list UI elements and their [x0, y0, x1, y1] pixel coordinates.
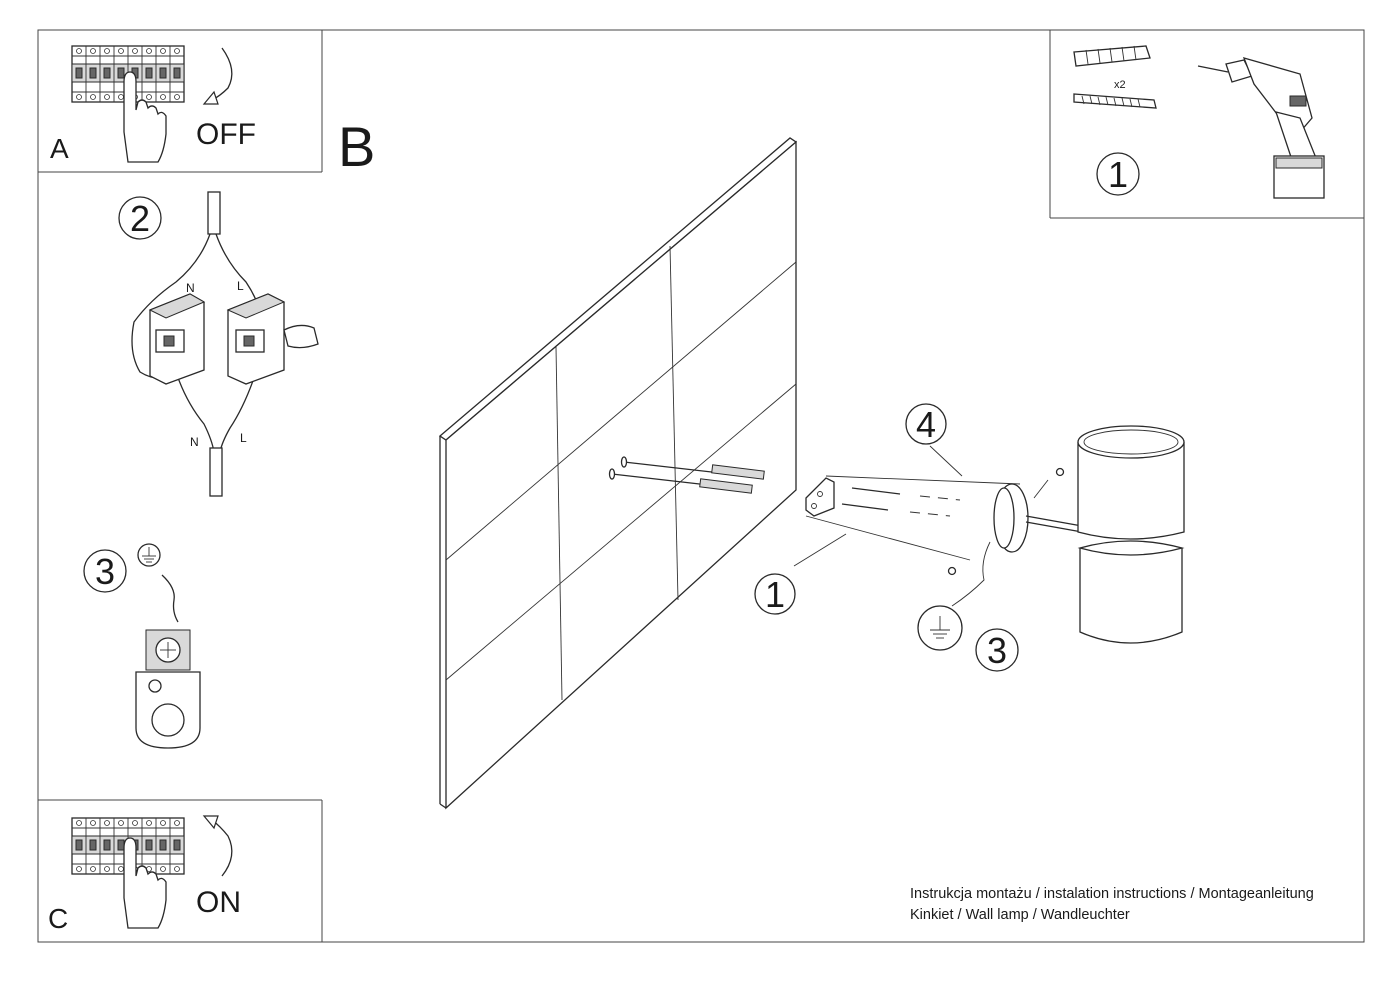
drill-icon — [1197, 57, 1325, 199]
step-2-number: 2 — [130, 198, 150, 239]
arrow-down-icon — [211, 47, 233, 101]
mounting-bracket — [805, 477, 835, 517]
step-1-badge — [754, 573, 796, 615]
terminal-block-n — [148, 293, 206, 385]
panel-a-state: OFF — [196, 118, 256, 151]
wall-plug-icon — [711, 464, 765, 480]
wall-tiles — [445, 245, 797, 701]
terminal-block-l — [226, 293, 286, 385]
panel-c-state: ON — [196, 886, 241, 919]
footer-title: Instrukcja montażu / instalation instruc… — [910, 886, 1314, 902]
assembly-step-3-number: 3 — [987, 630, 1007, 671]
wall-plug-icon — [1073, 45, 1151, 67]
step-4-badge — [905, 403, 947, 445]
hand-icon — [283, 324, 319, 349]
step-1-number: 1 — [765, 574, 785, 615]
kit-quantity: x2 — [1114, 79, 1126, 91]
wall-plug-icon — [699, 478, 753, 494]
step-3-badge — [975, 628, 1019, 672]
label-n-bottom: N — [190, 435, 199, 449]
kit-step-badge — [1096, 152, 1140, 196]
label-l-bottom: L — [240, 431, 247, 445]
panel-a-letter: A — [50, 133, 69, 164]
step-4-number: 4 — [916, 404, 936, 445]
step-3-badge — [83, 549, 127, 593]
screw-icon — [1073, 93, 1157, 109]
label-l-top: L — [237, 279, 244, 293]
arrow-up-icon — [211, 819, 233, 877]
wiring-step: 2 N L N L — [118, 191, 319, 497]
step-2-badge — [118, 196, 162, 240]
kit-panel: x2 1 — [1073, 45, 1325, 199]
panel-b-letter: B — [338, 115, 375, 178]
ground-step: 3 — [83, 543, 201, 749]
panel-c: C ON — [48, 815, 241, 934]
cable-top — [207, 191, 221, 235]
wall-lamp — [1077, 425, 1185, 644]
label-n-top: N — [186, 281, 195, 295]
outer-frame — [37, 29, 1365, 943]
kit-step-number: 1 — [1108, 154, 1128, 195]
panel-a: A OFF — [50, 45, 256, 164]
cable-bottom — [209, 447, 223, 497]
step-3-number: 3 — [95, 551, 115, 592]
assembly: 4 1 3 — [608, 403, 1185, 672]
footer-subtitle: Kinkiet / Wall lamp / Wandleuchter — [910, 907, 1130, 923]
ground-mark-icon — [148, 679, 162, 693]
panel-c-letter: C — [48, 903, 68, 934]
